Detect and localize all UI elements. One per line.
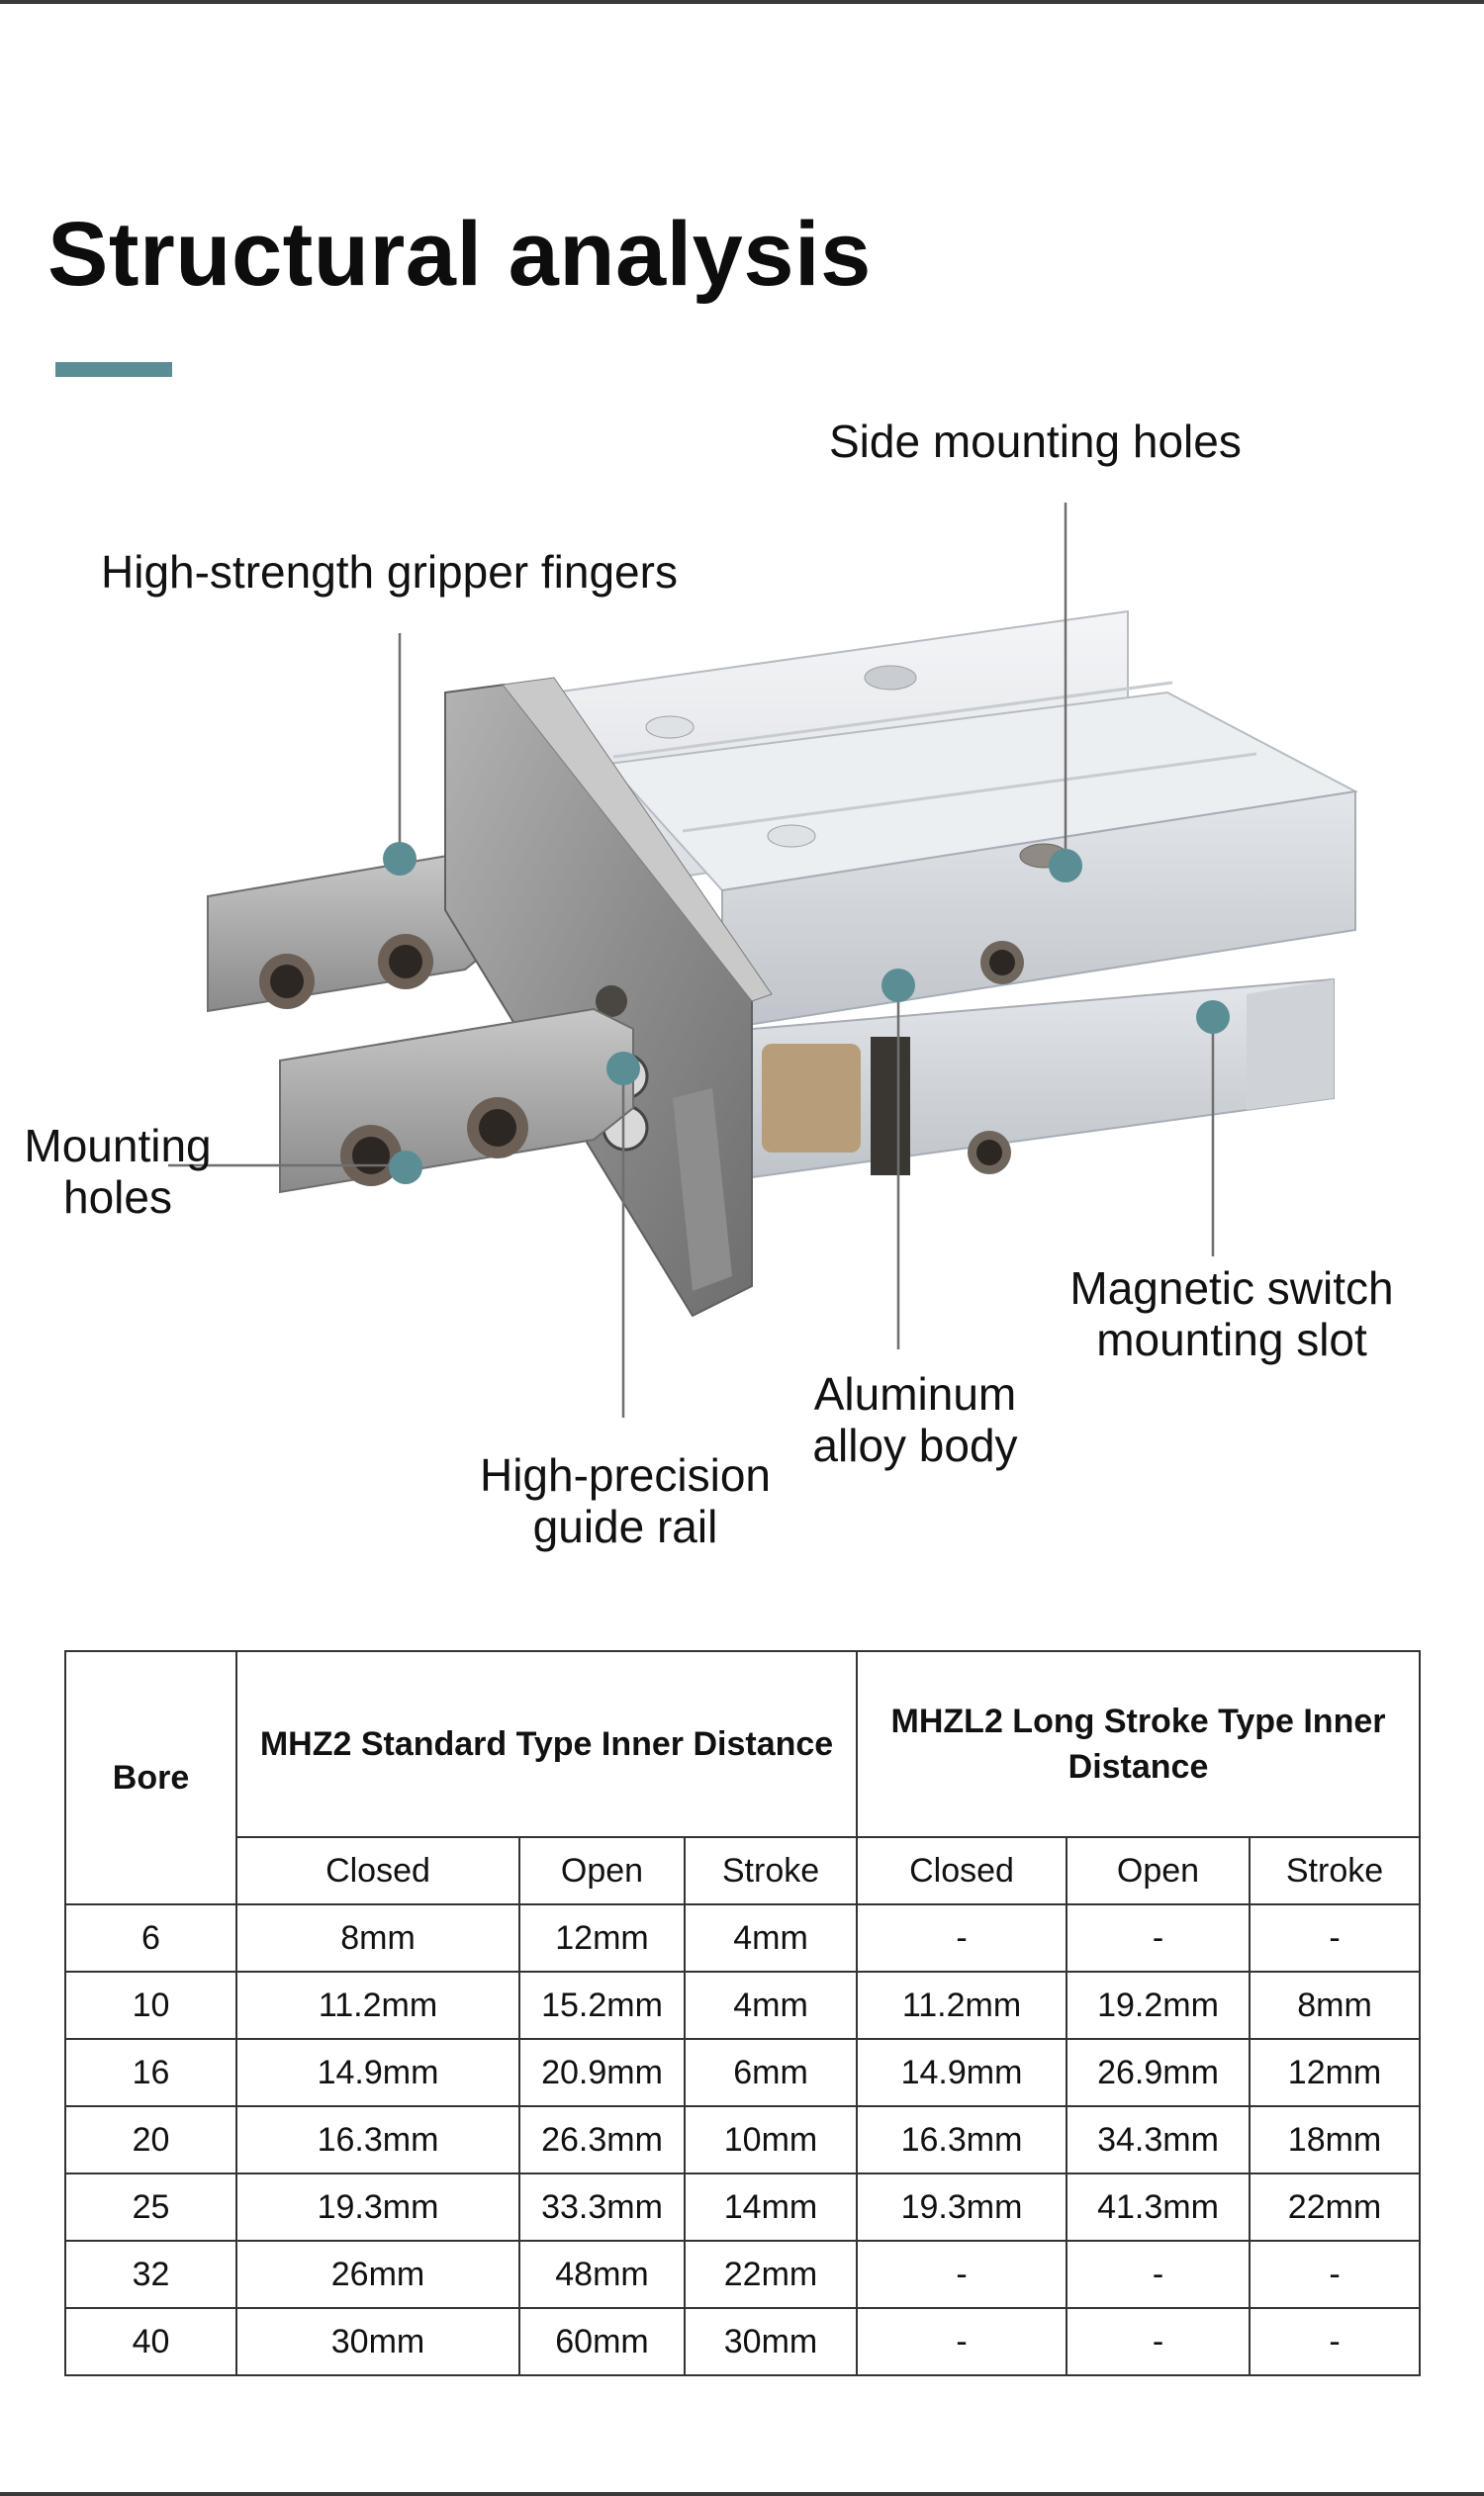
marker-fingers	[383, 842, 417, 876]
table-cell: 11.2mm	[235, 1971, 520, 2040]
table-cell: 12mm	[518, 1903, 686, 1973]
table-group-header-row: Bore MHZ2 Standard Type Inner Distance M…	[64, 1650, 1422, 1905]
marker-aluminum-body	[881, 969, 915, 1002]
table-cell: -	[1249, 2240, 1422, 2309]
callout-markers	[383, 842, 1230, 1184]
table-cell: -	[856, 2307, 1068, 2376]
sub-header: Closed	[856, 1836, 1068, 1905]
callout-guide-rail-line2: guide rail	[532, 1501, 718, 1552]
table-cell: -	[1066, 2240, 1252, 2309]
callout-gripper-fingers: High-strength gripper fingers	[101, 546, 678, 598]
table-cell: 48mm	[518, 2240, 686, 2309]
callout-magnetic-slot-line2: mounting slot	[1096, 1314, 1367, 1365]
bore-cell: 10	[64, 1971, 237, 2040]
table-cell: 11.2mm	[856, 1971, 1068, 2040]
table-cell: 19.3mm	[856, 2172, 1068, 2242]
title-accent-bar	[55, 362, 172, 377]
table-cell: 20.9mm	[518, 2038, 686, 2107]
callout-magnetic-switch-slot: Magnetic switch mounting slot	[1049, 1262, 1415, 1365]
top-border-line	[0, 0, 1484, 4]
table-cell: 10mm	[683, 2105, 859, 2174]
table-sub-header-row: Closed Open Stroke Closed Open Stroke	[65, 1836, 1422, 1905]
group-header-mhzl2: MHZL2 Long Stroke Type Inner Distance	[856, 1650, 1422, 1838]
inner-distance-table: Bore MHZ2 Standard Type Inner Distance M…	[64, 1650, 1422, 2376]
table-cell: 26.3mm	[518, 2105, 686, 2174]
callout-magnetic-slot-line1: Magnetic switch	[1069, 1262, 1394, 1314]
table-cell: 8mm	[1249, 1971, 1422, 2040]
table-row: 16 14.9mm 20.9mm 6mm 14.9mm 26.9mm 12mm	[64, 2038, 1422, 2107]
table-cell: 14.9mm	[856, 2038, 1068, 2107]
sub-header: Stroke	[683, 1836, 859, 1905]
marker-mounting-holes	[389, 1151, 422, 1184]
table-row: 20 16.3mm 26.3mm 10mm 16.3mm 34.3mm 18mm	[64, 2105, 1422, 2174]
marker-magnetic-slot	[1196, 1000, 1230, 1034]
bore-cell: 25	[64, 2172, 237, 2242]
table-cell: 30mm	[683, 2307, 859, 2376]
callout-aluminum-body: Aluminum alloy body	[782, 1368, 1049, 1471]
table-cell: 33.3mm	[518, 2172, 686, 2242]
table-cell: 19.3mm	[235, 2172, 520, 2242]
gripper-illustration	[168, 503, 1359, 1418]
table-cell: 14.9mm	[235, 2038, 520, 2107]
bore-cell: 6	[64, 1903, 237, 1973]
table-cell: 16.3mm	[235, 2105, 520, 2174]
table-cell: 12mm	[1249, 2038, 1422, 2107]
table-cell: 22mm	[1249, 2172, 1422, 2242]
table-cell: 4mm	[683, 1971, 859, 2040]
bore-cell: 32	[64, 2240, 237, 2309]
sub-header: Stroke	[1249, 1836, 1422, 1905]
callout-guide-rail: High-precision guide rail	[457, 1449, 793, 1552]
gripper-figure: Side mounting holes High-strength grippe…	[0, 396, 1484, 1583]
table-cell: 19.2mm	[1066, 1971, 1252, 2040]
table-cell: 14mm	[683, 2172, 859, 2242]
front-finger	[279, 1007, 634, 1194]
sub-header: Open	[518, 1836, 686, 1905]
table-row: 32 26mm 48mm 22mm - - -	[64, 2240, 1422, 2309]
bore-cell: 16	[64, 2038, 237, 2107]
table-cell: 16.3mm	[856, 2105, 1068, 2174]
sub-header: Open	[1066, 1836, 1252, 1905]
table-cell: 34.3mm	[1066, 2105, 1252, 2174]
table-cell: 60mm	[518, 2307, 686, 2376]
rear-finger	[207, 851, 515, 1013]
table-cell: 26mm	[235, 2240, 520, 2309]
table-cell: 18mm	[1249, 2105, 1422, 2174]
table-cell: -	[1066, 2307, 1252, 2376]
table-cell: 22mm	[683, 2240, 859, 2309]
group-header-mhz2: MHZ2 Standard Type Inner Distance	[234, 1650, 859, 1838]
table-cell: -	[856, 1903, 1068, 1973]
bottom-border-line	[0, 2492, 1484, 2496]
marker-side-holes	[1049, 849, 1082, 882]
callout-mounting-holes: Mounting holes	[14, 1120, 222, 1223]
callout-aluminum-body-line1: Aluminum	[813, 1368, 1017, 1420]
table-cell: 6mm	[683, 2038, 859, 2107]
bore-cell: 20	[64, 2105, 237, 2174]
table-cell: 30mm	[235, 2307, 520, 2376]
bore-cell: 40	[64, 2307, 237, 2376]
table-row: 6 8mm 12mm 4mm - - -	[64, 1903, 1422, 1973]
table-row: 10 11.2mm 15.2mm 4mm 11.2mm 19.2mm 8mm	[64, 1971, 1422, 2040]
sub-header: Closed	[235, 1836, 520, 1905]
callout-mounting-holes-line2: holes	[63, 1171, 172, 1223]
table-row: 25 19.3mm 33.3mm 14mm 19.3mm 41.3mm 22mm	[64, 2172, 1422, 2242]
table-cell: -	[856, 2240, 1068, 2309]
callout-mounting-holes-line1: Mounting	[24, 1120, 212, 1171]
table-cell: 4mm	[683, 1903, 859, 1973]
callout-guide-rail-line1: High-precision	[479, 1449, 771, 1501]
table-cell: -	[1249, 1903, 1422, 1973]
table-cell: -	[1066, 1903, 1252, 1973]
table-row: 40 30mm 60mm 30mm - - -	[64, 2307, 1422, 2376]
guide-rail-plate	[444, 677, 773, 1318]
callout-aluminum-body-line2: alloy body	[812, 1420, 1018, 1471]
table-cell: 15.2mm	[518, 1971, 686, 2040]
table-cell: 8mm	[235, 1903, 520, 1973]
callout-leaders	[168, 503, 1215, 1418]
page-title: Structural analysis	[47, 204, 872, 305]
callout-side-mounting-holes: Side mounting holes	[829, 416, 1242, 467]
table-cell: -	[1249, 2307, 1422, 2376]
marker-guide-rail	[606, 1052, 640, 1085]
bore-header: Bore	[64, 1650, 237, 1905]
table-cell: 26.9mm	[1066, 2038, 1252, 2107]
table-cell: 41.3mm	[1066, 2172, 1252, 2242]
